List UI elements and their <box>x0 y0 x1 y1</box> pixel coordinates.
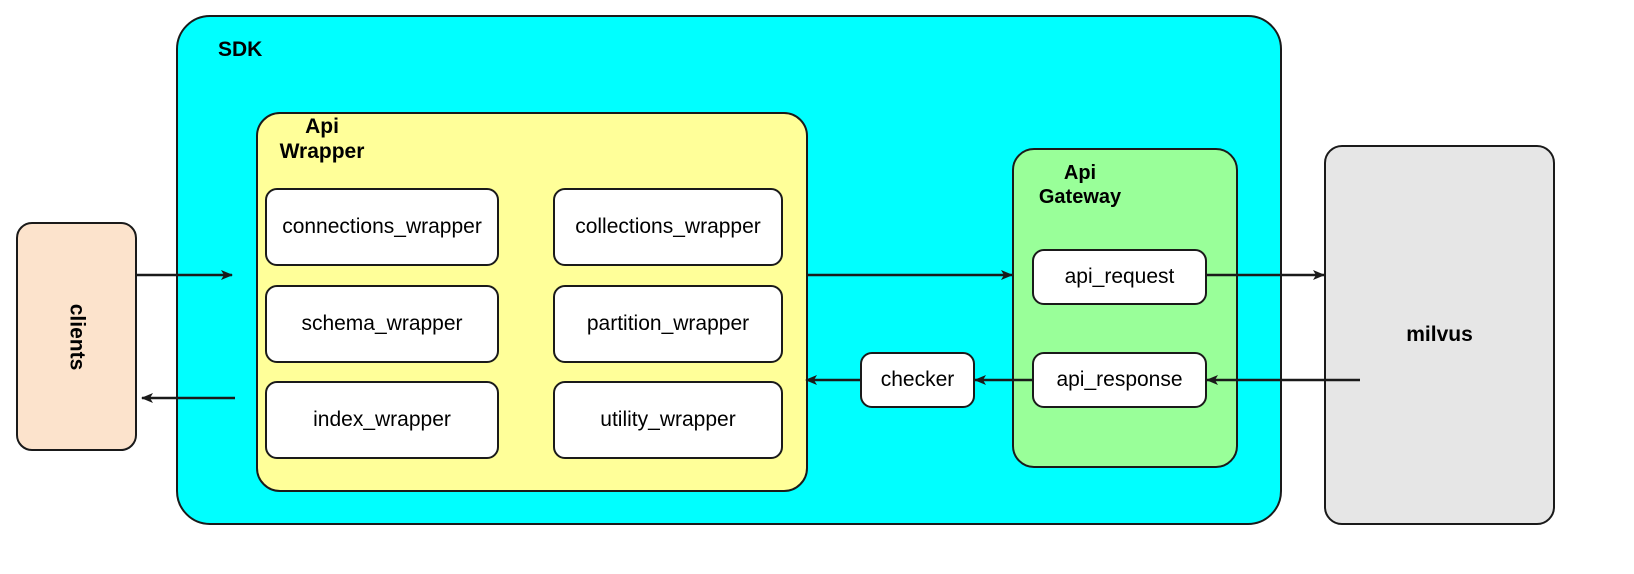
node-clients-text: clients <box>65 303 89 370</box>
group-api-gateway-label: Api Gateway <box>1038 162 1122 208</box>
node-clients[interactable] <box>16 222 137 451</box>
node-schema-wrapper[interactable]: schema_wrapper <box>265 285 499 363</box>
group-api-wrapper-label: Api Wrapper <box>279 115 365 163</box>
group-sdk-label: SDK <box>218 38 263 61</box>
node-clients-label: clients <box>16 222 137 451</box>
node-connections-wrapper[interactable]: connections_wrapper <box>265 188 499 266</box>
node-checker[interactable]: checker <box>860 352 975 408</box>
node-utility-wrapper[interactable]: utility_wrapper <box>553 381 783 459</box>
node-api-response[interactable]: api_response <box>1032 352 1207 408</box>
node-index-wrapper[interactable]: index_wrapper <box>265 381 499 459</box>
node-partition-wrapper[interactable]: partition_wrapper <box>553 285 783 363</box>
group-api-gateway <box>1012 148 1238 468</box>
node-collections-wrapper[interactable]: collections_wrapper <box>553 188 783 266</box>
node-milvus-label: milvus <box>1406 323 1473 346</box>
node-milvus[interactable] <box>1324 145 1555 525</box>
node-api-request[interactable]: api_request <box>1032 249 1207 305</box>
